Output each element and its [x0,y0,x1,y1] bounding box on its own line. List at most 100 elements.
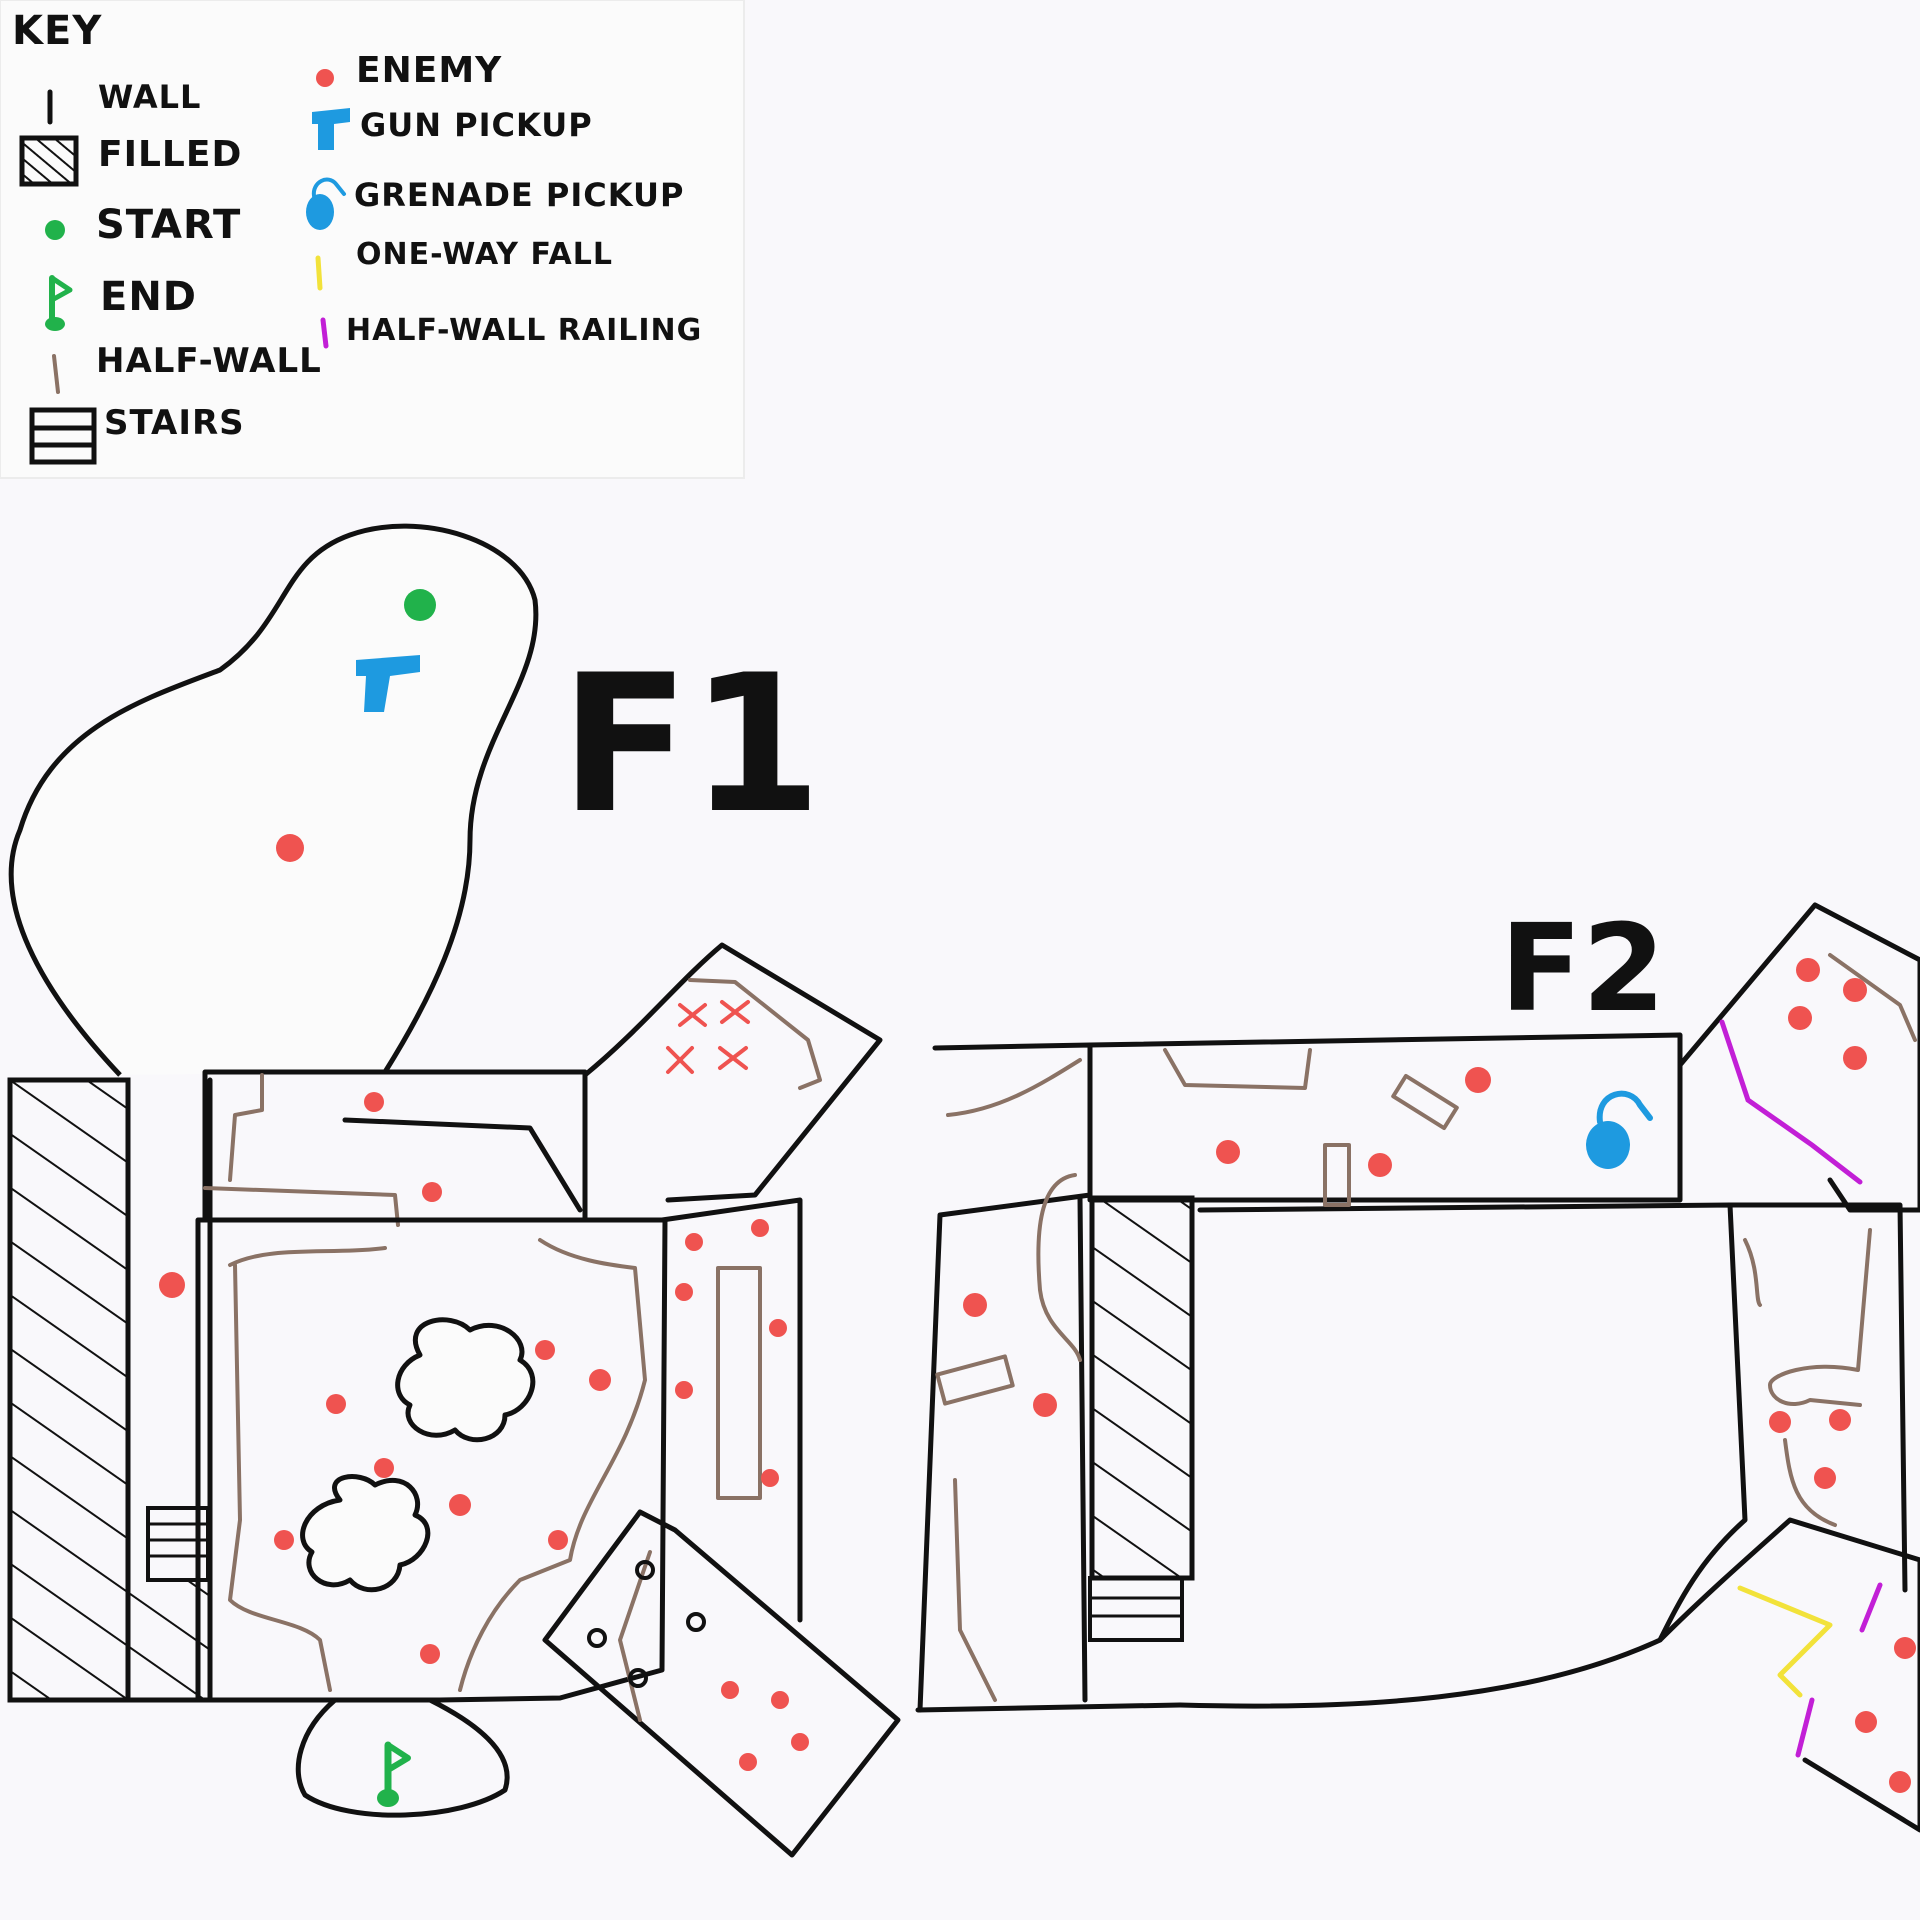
legend-filled-label: FILLED [98,134,242,175]
main-arena [195,1217,668,1703]
legend-end-icon [45,275,73,331]
legend-start-label: START [96,202,241,248]
enemy [548,1530,568,1550]
enemy [535,1340,555,1360]
legend-one-way-fall-label: ONE-WAY FALL [356,237,613,272]
upper-hall-inner-wall [342,1117,583,1213]
legend: KEY WALL FILLED START END HALF-WALL STAI… [0,0,745,479]
enemy [422,1182,442,1202]
enemy [791,1733,809,1751]
floor-1 [7,523,901,1858]
legend-grenade-pickup-icon [306,177,346,230]
enemy-cluster [666,1000,750,1074]
filled-area [7,1077,131,1703]
south-wall [915,1702,1183,1713]
enemy [1843,1046,1867,1070]
enemy [1033,1393,1057,1417]
legend-stairs-icon [29,407,97,465]
legend-enemy-icon [316,69,334,87]
legend-grenade-pickup-label: GRENADE PICKUP [354,176,684,214]
start-marker [404,589,436,621]
legend-railing-label: HALF-WALL RAILING [346,313,702,348]
enemy [721,1681,739,1699]
enemy [1368,1153,1392,1177]
floor-label-f1: F1 [560,634,822,855]
northeast-room [1677,902,1920,1213]
stairs [1088,1576,1184,1642]
enemy [963,1293,987,1317]
half-wall [1036,1173,1082,1362]
enemy [1814,1467,1836,1489]
enemy [1465,1067,1491,1093]
central-void [1177,1202,1748,1709]
legend-railing-icon [320,317,329,349]
legend-gun-pickup-icon [312,108,350,150]
southeast-room [542,1509,901,1858]
east-strip-room [659,1197,803,1623]
start-room [8,523,539,1077]
half-wall [1163,1048,1312,1090]
enemy [675,1381,693,1399]
half-wall [1743,1228,1872,1527]
west-corridor [125,1077,213,1703]
barrel-icon [635,1560,655,1580]
enemy [1769,1411,1791,1433]
wall [1077,1195,1088,1703]
enemies-main-arena [274,1340,611,1664]
half-wall-box [1323,1143,1351,1207]
half-wall [946,1058,1082,1117]
end-room [295,1697,510,1818]
half-wall [618,1550,652,1722]
grenade-pickup-icon [1586,1090,1653,1169]
half-wall [1828,953,1917,1042]
enemy [1894,1637,1916,1659]
enemy [675,1283,693,1301]
legend-enemy-label: ENEMY [356,50,502,91]
legend-title: KEY [12,8,102,54]
gun-pickup-icon [356,655,420,712]
enemy [420,1644,440,1664]
filled-area [1089,1195,1195,1581]
legend-start-icon [45,220,65,240]
west-wing [917,1042,1093,1713]
enemy [1855,1711,1877,1733]
half-wall [228,1073,264,1182]
half-wall [458,1238,647,1692]
enemy [589,1369,611,1391]
half-wall-railing [1795,1582,1883,1758]
enemy [274,1530,294,1550]
enemy [1788,1006,1812,1030]
enemy [739,1753,757,1771]
legend-half-wall-label: HALF-WALL [96,341,322,381]
legend-filled-icon [19,135,79,187]
enemy [1889,1771,1911,1793]
enemy [751,1219,769,1237]
enemy [326,1394,346,1414]
enemy [685,1233,703,1251]
enemy [364,1092,384,1112]
half-wall [228,1246,387,1692]
enemy [1796,958,1820,982]
legend-end-label: END [100,274,197,320]
enemy [1829,1409,1851,1431]
enemy [769,1319,787,1337]
enemy [1216,1140,1240,1164]
half-wall-box [935,1354,1015,1406]
floor-label-f2: F2 [1500,900,1665,1039]
cloud-obstacle [300,1474,431,1593]
half-wall-box [716,1266,762,1500]
half-wall-box [1391,1073,1459,1131]
enemy [449,1494,471,1516]
legend-box [0,0,745,479]
half-wall-railing [1719,1019,1863,1185]
half-wall [953,1478,997,1702]
enemy [761,1469,779,1487]
enemy [1843,978,1867,1002]
legend-gun-pickup-label: GUN PICKUP [360,106,593,144]
enemy [771,1691,789,1709]
barrel-icon [628,1668,648,1688]
enemy [276,834,304,862]
east-wing [1727,1202,1908,1593]
barrel-icon [686,1612,706,1632]
barrel-icon [587,1628,607,1648]
